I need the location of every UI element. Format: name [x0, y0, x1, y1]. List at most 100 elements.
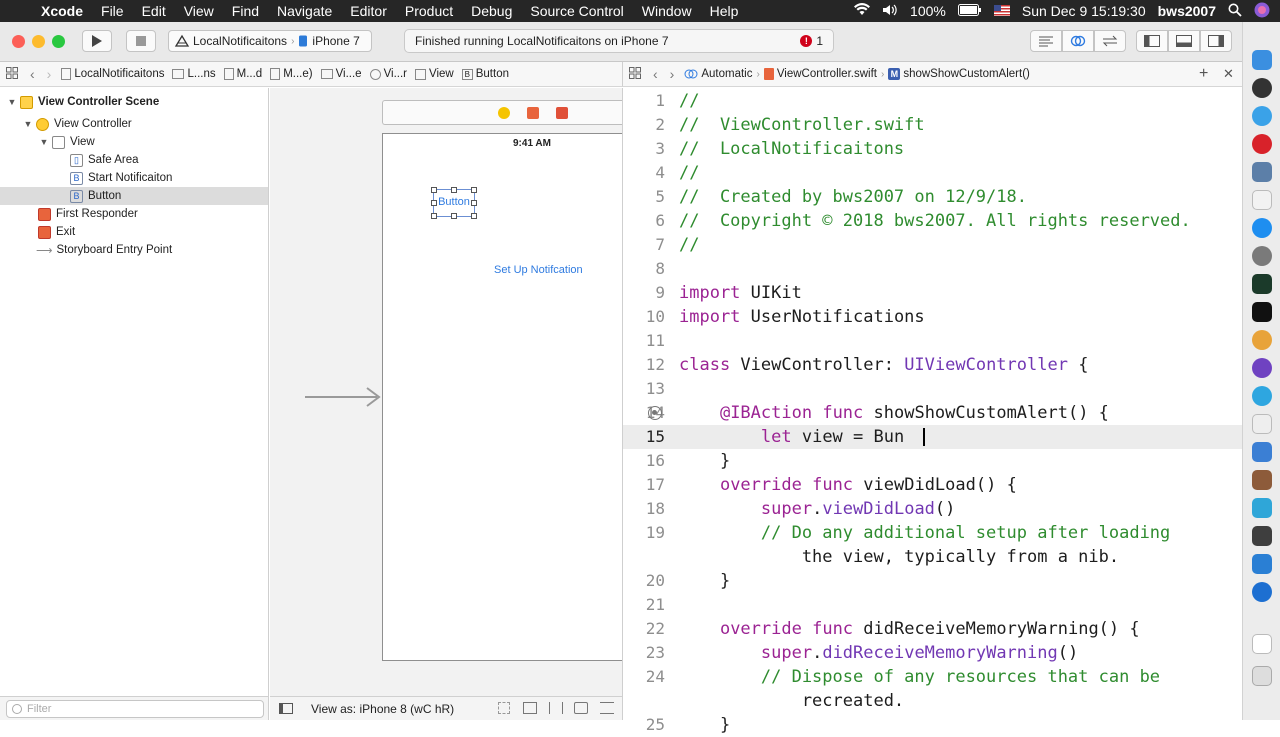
device-frame[interactable]: 9:41 AM Button Set Up Notifcation: [382, 133, 622, 661]
code-line[interactable]: override func didReceiveMemoryWarning() …: [719, 619, 1140, 639]
menu-source-control[interactable]: Source Control: [530, 3, 624, 19]
pin-icon[interactable]: [574, 702, 588, 714]
activity-monitor-icon[interactable]: [1252, 274, 1272, 294]
resize-handle[interactable]: [451, 187, 457, 193]
code-line[interactable]: recreated.: [679, 691, 905, 711]
add-editor-icon[interactable]: +: [1199, 65, 1209, 82]
code-line[interactable]: // Created by bws2007 on 12/9/18.: [679, 187, 1027, 207]
textedit-icon[interactable]: [1252, 190, 1272, 210]
outline-entry-point[interactable]: ⟶ Storyboard Entry Point: [0, 241, 268, 259]
launchpad-icon[interactable]: [1252, 78, 1272, 98]
resize-handle[interactable]: [471, 187, 477, 193]
resize-handle[interactable]: [451, 213, 457, 219]
flag-icon[interactable]: [988, 3, 1016, 19]
setup-notification-button[interactable]: Set Up Notifcation: [494, 264, 583, 276]
menu-window[interactable]: Window: [641, 3, 692, 19]
code-line[interactable]: //: [679, 91, 700, 111]
close-editor-icon[interactable]: ✕: [1223, 66, 1234, 81]
menu-help[interactable]: Help: [709, 3, 739, 19]
filter-input[interactable]: Filter: [6, 700, 264, 718]
downloads-icon[interactable]: [1252, 634, 1272, 654]
error-indicator[interactable]: ! 1: [800, 34, 823, 48]
battery-icon[interactable]: [952, 3, 988, 19]
zoom-window-button[interactable]: [52, 35, 65, 48]
code-line[interactable]: // Do any additional setup after loading: [679, 523, 1171, 543]
opera-icon[interactable]: [1252, 134, 1272, 154]
menubar-clock[interactable]: Sun Dec 9 15:19:30: [1021, 3, 1146, 19]
code-line[interactable]: import UserNotifications: [679, 307, 925, 327]
menu-file[interactable]: File: [101, 3, 124, 19]
toggle-debug-area-button[interactable]: [1168, 30, 1200, 52]
crumb-storyboard[interactable]: M...d: [220, 68, 267, 80]
minimize-window-button[interactable]: [32, 35, 45, 48]
forward-arrow-icon[interactable]: ›: [46, 66, 52, 82]
menu-debug[interactable]: Debug: [471, 3, 513, 19]
outline-start-button[interactable]: B Start Notificaiton: [0, 169, 268, 187]
disclosure-open-icon[interactable]: ▼: [39, 137, 49, 147]
telegram-icon[interactable]: [1252, 386, 1272, 406]
code-line[interactable]: }: [679, 571, 731, 591]
selected-button[interactable]: Button: [431, 187, 477, 219]
code-line[interactable]: // Dispose of any resources that can be: [679, 667, 1161, 687]
toggle-inspector-button[interactable]: [1200, 30, 1232, 52]
code-line[interactable]: let view = Bun: [760, 427, 905, 447]
exit-dock-icon[interactable]: [556, 107, 568, 119]
menu-app-name[interactable]: Xcode: [41, 3, 84, 19]
crumb-scene[interactable]: Vi...e: [317, 68, 366, 80]
embed-in-icon[interactable]: [523, 702, 537, 714]
version-editor-button[interactable]: [1094, 30, 1126, 52]
ibaction-connection-icon[interactable]: [648, 406, 662, 420]
app-store-icon[interactable]: [1252, 218, 1272, 238]
browser-icon[interactable]: [1252, 582, 1272, 602]
code-line[interactable]: // Copyright © 2018 bws2007. All rights …: [679, 211, 1191, 231]
align-icon[interactable]: [549, 702, 563, 714]
outline-view[interactable]: ▼ View: [0, 133, 268, 151]
resize-handle[interactable]: [431, 187, 437, 193]
volume-icon[interactable]: [876, 3, 904, 19]
resize-handle[interactable]: [471, 200, 477, 206]
wifi-icon[interactable]: [848, 3, 876, 19]
stop-button[interactable]: [126, 30, 156, 52]
view-as-button[interactable]: View as: iPhone 8 (wC hR): [311, 701, 455, 716]
finder-icon[interactable]: [1252, 50, 1272, 70]
outline-view-controller[interactable]: ▼ View Controller: [0, 115, 268, 133]
outline-safe-area[interactable]: ▯ Safe Area: [0, 151, 268, 169]
menu-editor[interactable]: Editor: [350, 3, 387, 19]
scheme-selector[interactable]: LocalNotificaitons › iPhone 7: [168, 30, 372, 52]
code-line[interactable]: // LocalNotificaitons: [679, 139, 905, 159]
crumb-group[interactable]: L...ns: [168, 68, 219, 80]
code-line[interactable]: @IBAction func showShowCustomAlert() {: [719, 403, 1109, 423]
crumb-controller[interactable]: Vi...r: [366, 68, 411, 80]
crumb-project[interactable]: LocalNotificaitons: [57, 68, 168, 80]
related-items-icon[interactable]: [0, 66, 24, 82]
menu-product[interactable]: Product: [404, 3, 454, 19]
menubar-user[interactable]: bws2007: [1157, 3, 1216, 19]
utility-app-icon[interactable]: [1252, 470, 1272, 490]
resize-handle[interactable]: [431, 213, 437, 219]
trash-icon[interactable]: [1252, 666, 1272, 686]
sim-icon[interactable]: [1252, 554, 1272, 574]
code-line[interactable]: // ViewController.swift: [679, 115, 925, 135]
related-items-icon[interactable]: [623, 66, 647, 82]
crumb-base[interactable]: M...e): [266, 68, 316, 80]
menu-navigate[interactable]: Navigate: [277, 3, 333, 19]
code-line[interactable]: super.didReceiveMemoryWarning(): [760, 643, 1079, 663]
entry-point-arrow[interactable]: [305, 387, 381, 407]
resize-handle[interactable]: [431, 200, 437, 206]
forward-arrow-icon[interactable]: ›: [669, 66, 675, 82]
screen-app-icon[interactable]: [1252, 498, 1272, 518]
toggle-navigator-button[interactable]: [1136, 30, 1168, 52]
back-arrow-icon[interactable]: ‹: [653, 66, 658, 82]
slack-icon[interactable]: [1252, 526, 1272, 546]
outline-exit[interactable]: Exit: [0, 223, 268, 241]
standard-editor-button[interactable]: [1030, 30, 1062, 52]
crumb-view[interactable]: View: [411, 68, 458, 80]
outline-first-responder[interactable]: First Responder: [0, 205, 268, 223]
preview-icon[interactable]: [1252, 162, 1272, 182]
assistant-editor-button[interactable]: [1062, 30, 1094, 52]
code-line[interactable]: }: [679, 451, 731, 471]
photos-icon[interactable]: [1252, 330, 1272, 350]
outline-button[interactable]: B Button: [0, 187, 268, 205]
